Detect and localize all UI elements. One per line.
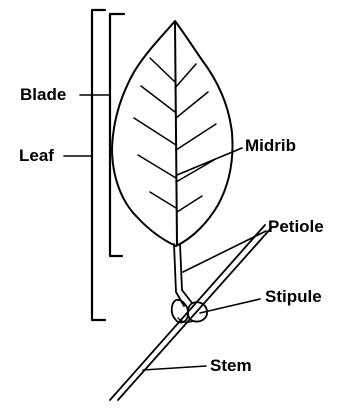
midrib-label: Midrib <box>245 136 296 155</box>
leaf-label: Leaf <box>19 146 54 165</box>
stipule-leader-line <box>200 299 260 313</box>
stem-leader-line <box>143 366 206 370</box>
vein-left-2 <box>141 86 175 112</box>
petiole-right-edge <box>180 244 192 303</box>
vein-left-5 <box>150 192 176 208</box>
vein-left-1 <box>150 58 175 82</box>
vein-right-5 <box>177 196 202 212</box>
leaf-blade-outline <box>112 21 232 246</box>
vein-right-3 <box>176 124 216 150</box>
leaf-bracket <box>92 10 105 320</box>
vein-right-4 <box>176 160 214 182</box>
blade-label: Blade <box>20 85 66 104</box>
stem-label: Stem <box>210 356 252 375</box>
petiole-left-edge <box>174 244 184 306</box>
vein-left-4 <box>138 155 176 178</box>
vein-left-3 <box>134 118 176 145</box>
vein-right-2 <box>176 92 208 118</box>
petiole-label: Petiole <box>268 217 324 236</box>
petiole-leader-line <box>183 231 266 272</box>
stipule-label: Stipule <box>265 287 322 306</box>
vein-right-1 <box>175 64 196 88</box>
